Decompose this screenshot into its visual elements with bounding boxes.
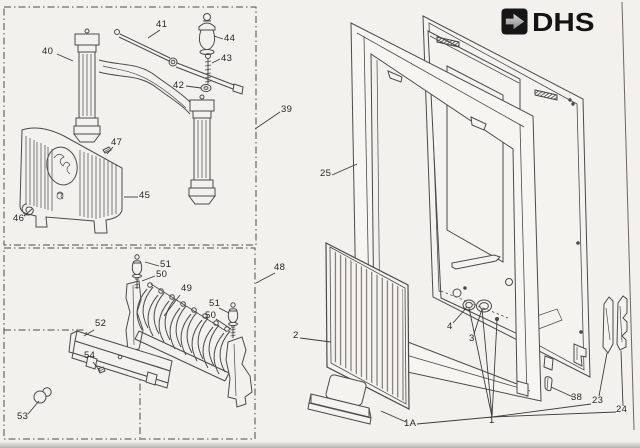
part-label-46: 46 bbox=[13, 213, 25, 224]
logo-wordmark: DHS bbox=[532, 6, 595, 37]
frame-foot-plate bbox=[516, 380, 529, 397]
washer-42 bbox=[200, 84, 212, 92]
part-label-54: 54 bbox=[84, 350, 96, 361]
fret-assembly-drawing bbox=[19, 13, 244, 234]
fret-front-45 bbox=[19, 127, 123, 234]
part-label-45: 45 bbox=[139, 190, 151, 201]
grommet-3 bbox=[476, 299, 492, 313]
ribbed-panel-drawing bbox=[325, 242, 410, 410]
rail-41 bbox=[114, 29, 244, 95]
part-label-38: 38 bbox=[571, 392, 583, 403]
detail-box-39 bbox=[3, 6, 257, 246]
grate-leg-right bbox=[225, 336, 253, 408]
part-label-2: 2 bbox=[293, 330, 299, 341]
part-label-52: 52 bbox=[95, 318, 107, 329]
part-label-43: 43 bbox=[221, 53, 233, 64]
base-pieces-drawing bbox=[307, 374, 372, 425]
leader-lines bbox=[23, 29, 624, 425]
fixings-drawing bbox=[544, 1, 635, 431]
part-label-53: 53 bbox=[17, 411, 29, 422]
page-edge-line bbox=[621, 1, 635, 431]
screw-50-right bbox=[230, 326, 236, 338]
detail-box-52 bbox=[4, 329, 141, 438]
part-label-51-right: 51 bbox=[209, 298, 221, 309]
pillar-left bbox=[73, 28, 101, 143]
part-label-49: 49 bbox=[181, 283, 193, 294]
ashpan-front-drawing bbox=[33, 330, 173, 404]
fret-crossbar bbox=[98, 59, 191, 115]
part-label-39: 39 bbox=[281, 104, 293, 115]
bracket-24 bbox=[616, 295, 628, 351]
part-label-25: 25 bbox=[320, 168, 332, 179]
dhs-logo: DHS bbox=[501, 8, 595, 35]
screw-47 bbox=[102, 146, 112, 154]
part-label-47: 47 bbox=[111, 137, 123, 148]
screw-54 bbox=[97, 366, 106, 374]
dashed-detail-boxes bbox=[3, 6, 257, 440]
bracket-23 bbox=[602, 296, 614, 354]
finial-51-left bbox=[131, 254, 143, 279]
part-label-50-right: 50 bbox=[205, 310, 217, 321]
finial-44 bbox=[198, 13, 216, 55]
part-label-51-left: 51 bbox=[160, 259, 172, 270]
scan-edge-shadow bbox=[0, 441, 640, 448]
clip-46 bbox=[21, 203, 34, 216]
part-label-44: 44 bbox=[224, 33, 236, 44]
door-handle bbox=[451, 254, 501, 270]
grate-assembly-drawing bbox=[125, 254, 253, 408]
part-label-48: 48 bbox=[274, 262, 286, 273]
part-label-41: 41 bbox=[156, 19, 168, 30]
vent-slot-back bbox=[534, 89, 558, 101]
pillar-right bbox=[188, 94, 216, 205]
part-label-23: 23 bbox=[592, 395, 604, 406]
part-label-42: 42 bbox=[173, 80, 185, 91]
part-label-3: 3 bbox=[469, 333, 475, 344]
part-label-4: 4 bbox=[447, 321, 453, 332]
part-label-50-left: 50 bbox=[156, 269, 168, 280]
vent-slot-door bbox=[436, 36, 460, 48]
screw-50-left bbox=[134, 278, 140, 289]
screw-43 bbox=[204, 53, 212, 84]
part-label-1: 1 bbox=[489, 415, 495, 426]
knob-53 bbox=[33, 387, 52, 404]
part-label-24: 24 bbox=[616, 404, 628, 415]
grate-leg-left bbox=[125, 280, 144, 352]
door-latch-hole bbox=[452, 288, 462, 298]
finial-51-right bbox=[227, 302, 239, 327]
part-label-40: 40 bbox=[42, 46, 54, 57]
detail-box-48 bbox=[3, 247, 256, 440]
arrow-right-icon bbox=[501, 8, 528, 35]
frame-latch-keepers bbox=[387, 70, 487, 131]
clip-38 bbox=[544, 376, 553, 392]
part-label-1A: 1A bbox=[404, 418, 417, 429]
